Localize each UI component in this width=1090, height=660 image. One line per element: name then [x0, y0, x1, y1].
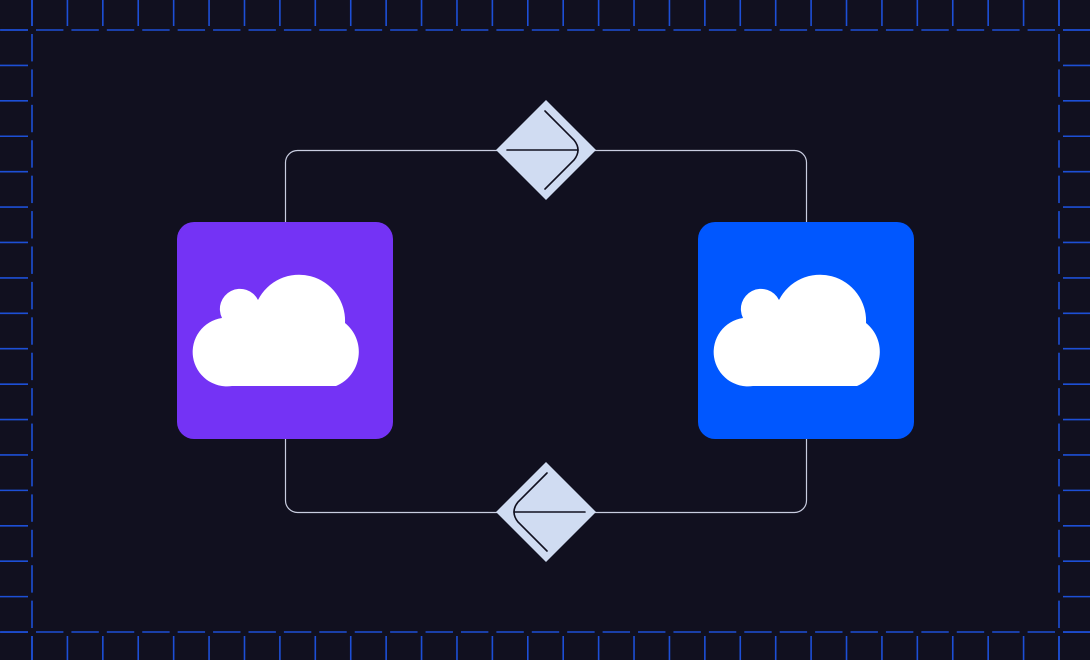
arrow-right-icon — [506, 110, 579, 190]
left-cloud-node — [177, 222, 393, 439]
arrow-right-diamond — [496, 100, 596, 200]
arrow-left-icon — [513, 472, 586, 552]
arrow-left-diamond — [496, 462, 596, 562]
right-cloud-node — [698, 222, 914, 439]
cloud-icon — [192, 274, 359, 387]
cloud-icon — [713, 274, 880, 387]
